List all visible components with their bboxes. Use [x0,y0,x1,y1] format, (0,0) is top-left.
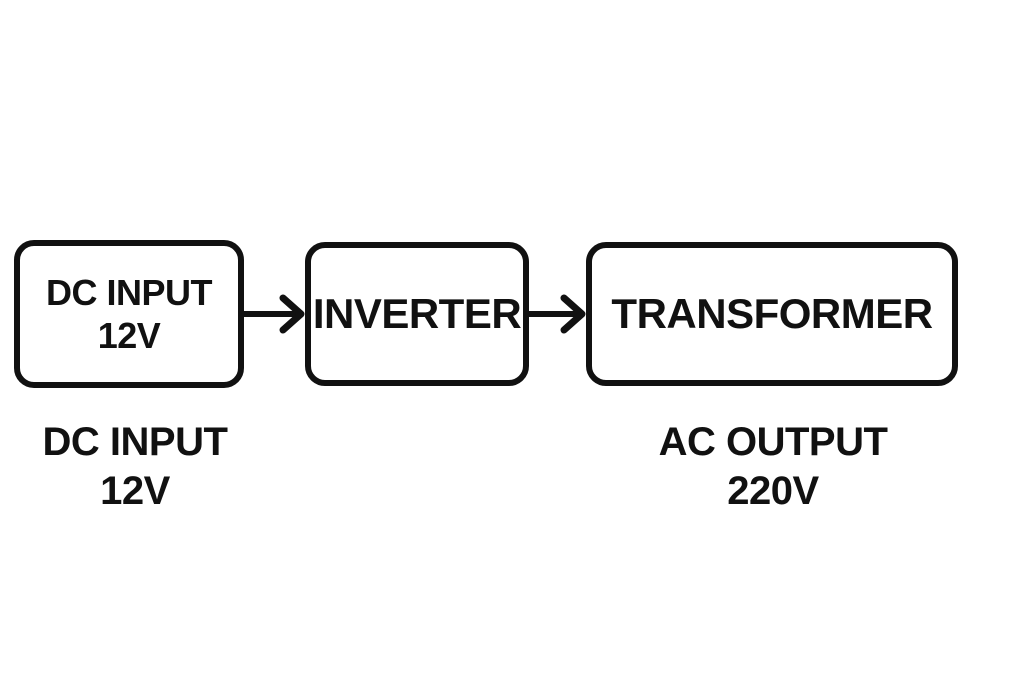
block-inverter: INVERTER [305,242,529,386]
caption-dc-input-line2: 12V [100,469,170,513]
block-transformer: TRANSFORMER [586,242,958,386]
arrow-right-icon [243,294,305,334]
caption-ac-output: AC OUTPUT 220V [643,418,903,516]
arrow-right-icon [526,294,586,334]
block-transformer-label: TRANSFORMER [611,289,933,337]
block-inverter-label: INVERTER [312,289,522,337]
caption-dc-input: DC INPUT 12V [5,418,265,516]
caption-dc-input-line1: DC INPUT [42,420,228,464]
block-dc-input-label-line2: 12V [97,315,161,356]
caption-ac-output-line1: AC OUTPUT [658,420,888,464]
block-dc-input: DC INPUT 12V [14,240,244,388]
block-dc-input-label-line1: DC INPUT [46,271,213,313]
caption-ac-output-line2: 220V [727,469,819,513]
